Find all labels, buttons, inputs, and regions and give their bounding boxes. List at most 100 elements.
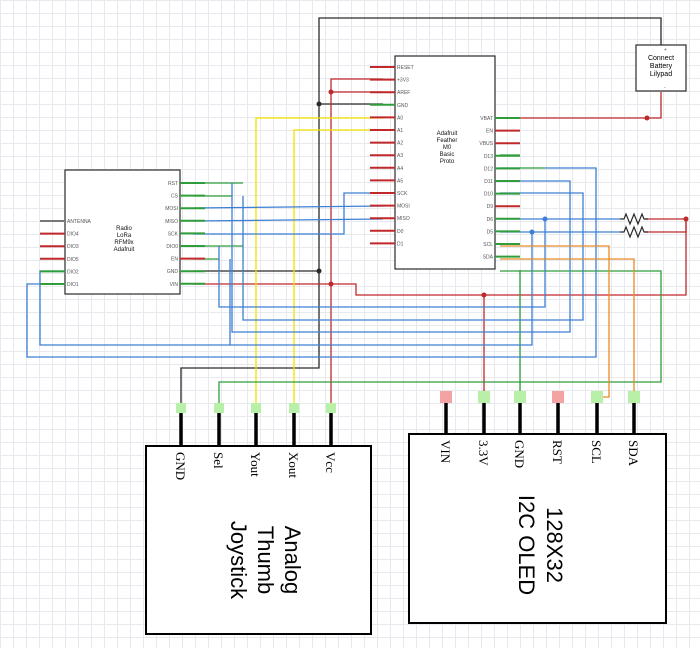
wire-3v3-oled [331, 219, 687, 296]
pin-label-dio5: DIO5 [67, 257, 79, 263]
pin-label-vbat: VBAT [480, 116, 493, 122]
pin-label-miso: MISO [397, 216, 410, 222]
pin-label-d5: D5 [487, 229, 494, 235]
joystick-title-line: Thumb [253, 526, 278, 594]
battery-minus-label: - [664, 85, 666, 91]
oled-body [408, 433, 667, 624]
wires [26, 17, 687, 409]
wire-a0-yout [255, 117, 383, 409]
radio-title-line: Adafruit [114, 247, 135, 253]
pin-label-vcc: Vcc [323, 452, 338, 473]
pin-label-d1: D1 [397, 241, 404, 247]
wire-a1-xout [293, 129, 383, 409]
pin-pad [214, 403, 224, 413]
feather-title-line: Feather [437, 138, 458, 144]
wire-vbat-battery [500, 92, 662, 119]
battery-connector: Connect Battery Lilypad + - [635, 44, 687, 92]
wire-en-d5 [229, 231, 533, 346]
pin-label-dio1: DIO1 [67, 282, 79, 288]
radio-title-line: Radio [116, 226, 132, 232]
pin-pad [289, 403, 299, 413]
battery-label-line: Lilypad [650, 71, 672, 78]
pin-label-yout: Yout [248, 452, 263, 477]
pin-label-vbus: VBUS [479, 141, 493, 147]
wire-rst-d11 [231, 180, 571, 333]
pin-label-vin: VIN [170, 282, 179, 288]
pin-pad [176, 403, 186, 413]
pin-label-antenna: ANTENNA [67, 219, 92, 225]
pin-label-scl: SCL [483, 242, 493, 248]
pin-label-mosi: MOSI [397, 204, 410, 210]
pin-label-sel: Sel [211, 452, 226, 469]
junctions [316, 89, 689, 298]
pin-label-xout: Xout [286, 452, 301, 478]
pin-label-a0: A0 [397, 115, 403, 121]
pin-label-reset: RESET [397, 65, 414, 71]
junction-dot [328, 89, 334, 95]
wire-dio0-d6 [218, 218, 546, 308]
wire-sck [193, 192, 383, 235]
feather-title-line: M0 [443, 145, 452, 151]
pin-pad [552, 391, 564, 403]
pin-label-a5: A5 [397, 178, 403, 184]
oled-title-line: I2C OLED [514, 495, 539, 595]
pin-pad [478, 391, 490, 403]
junction-dot [316, 101, 322, 107]
pin-label-a1: A1 [397, 128, 403, 134]
pin-label-sda: SDA [483, 255, 494, 261]
pin-label-vin: VIN [438, 440, 453, 464]
pin-label-gnd: GND [512, 440, 527, 468]
battery-label-line: Connect [648, 55, 674, 62]
pin-label-d0: D0 [397, 229, 404, 235]
pin-label-aref: AREF [397, 90, 410, 96]
feather-title-line: Basic [440, 152, 455, 158]
pin-label-cs: CS [171, 194, 179, 200]
junction-dot [328, 281, 334, 287]
junction-dot [683, 216, 689, 222]
pullup-resistors [620, 212, 648, 239]
pin-label-33v: 3.3V [476, 440, 491, 466]
pin-label-d13: D13 [484, 154, 493, 160]
pin-pad [440, 391, 452, 403]
pin-pad [251, 403, 261, 413]
pin-label-gnd: GND [167, 269, 179, 275]
wire-sda [500, 258, 635, 409]
pin-label-sda: SDA [626, 440, 641, 467]
pin-label-d9: D9 [487, 204, 494, 210]
junction-dot [481, 292, 487, 298]
pin-pad [628, 391, 640, 403]
joystick-title-line: Joystick [226, 521, 251, 600]
wire-3v3-to-vcc [330, 78, 383, 409]
pin-label-a4: A4 [397, 166, 403, 172]
wire-sel [218, 270, 662, 409]
pin-pad [591, 391, 603, 403]
pin-label-a2: A2 [397, 141, 403, 147]
pin-label-miso: MISO [165, 219, 178, 225]
feather-left-pins: RESET+3V3AREFGNDA0A1A2A3A4A5SCKMOSIMISOD… [370, 65, 414, 247]
battery-label-line: Battery [650, 63, 673, 70]
radio-title-line: RFM9x [114, 240, 133, 246]
resistor-icon [620, 225, 648, 239]
pin-label-en: EN [486, 129, 493, 135]
wire-gnd-feather-to-battery [318, 17, 662, 105]
battery-plus-label: + [664, 47, 667, 53]
oled-title-line: 128X32 [542, 507, 567, 583]
pin-label-dio3: DIO3 [67, 244, 79, 250]
pin-label-scl: SCL [589, 440, 604, 464]
junction-dot [542, 216, 548, 222]
pin-pad [514, 391, 526, 403]
pin-label-en: EN [171, 257, 178, 263]
junction-dot [644, 115, 650, 121]
